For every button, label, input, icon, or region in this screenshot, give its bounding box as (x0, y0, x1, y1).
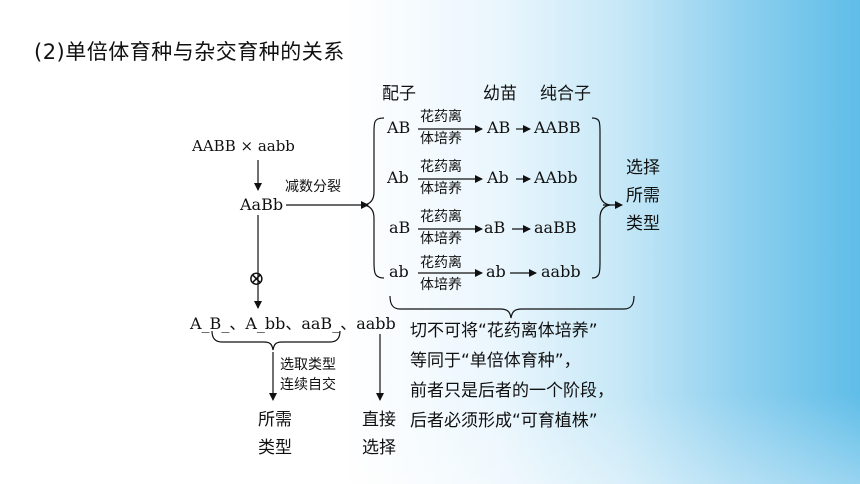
header-gamete: 配子 (382, 84, 416, 104)
f1-genotype: AaBb (240, 195, 284, 214)
culture-bottom: 体培养 (420, 181, 462, 197)
desired-type-2: 类型 (258, 438, 292, 458)
row-seedling: AB (487, 118, 511, 137)
row-homozygote: aaBB (534, 218, 577, 237)
note-line-2: 等同于“单倍体育种”， (410, 351, 581, 371)
bottom-brace-f2 (211, 330, 341, 351)
select-selfing-1: 选取类型 (280, 357, 336, 373)
direct-select-2: 选择 (362, 438, 396, 458)
slide-title: (2)单倍体育种与杂交育种的关系 (34, 40, 345, 64)
bottom-brace-rows (389, 295, 635, 319)
header-homozygote: 纯合子 (540, 84, 591, 104)
row-seedling: Ab (487, 168, 509, 187)
row-homozygote: aabb (541, 262, 581, 281)
culture-bottom: 体培养 (420, 277, 462, 293)
row-gamete: AB (387, 118, 411, 137)
select-label-3: 类型 (626, 214, 660, 234)
header-seedling: 幼苗 (483, 84, 517, 104)
meiosis-label: 减数分裂 (285, 179, 341, 195)
row-seedling: aB (484, 218, 506, 237)
row-homozygote: AABB (534, 118, 581, 137)
right-brace (591, 117, 611, 279)
row-homozygote: AAbb (534, 168, 578, 187)
direct-select-1: 直接 (362, 410, 396, 430)
note-line-1: 切不可将“花药离体培养” (410, 321, 598, 341)
parent-cross: AABB × aabb (192, 137, 295, 155)
note-line-3: 前者只是后者的一个阶段， (410, 381, 614, 401)
left-brace (363, 117, 385, 279)
culture-top: 花药离 (420, 209, 462, 225)
row-gamete: ab (389, 262, 409, 281)
culture-top: 花药离 (420, 255, 462, 271)
culture-bottom: 体培养 (420, 231, 462, 247)
row-gamete: aB (389, 218, 411, 237)
note-line-4: 后者必须形成“可育植株” (410, 411, 598, 431)
select-selfing-2: 连续自交 (280, 377, 336, 393)
select-label-2: 所需 (626, 186, 660, 206)
culture-bottom: 体培养 (420, 131, 462, 147)
row-gamete: Ab (387, 168, 409, 187)
culture-top: 花药离 (420, 109, 462, 125)
select-label-1: 选择 (626, 158, 660, 178)
f2-genotypes: A_B_、A_bb、aaB_、aabb (190, 314, 396, 333)
row-seedling: ab (486, 262, 506, 281)
selfing-symbol: ⊗ (248, 266, 265, 290)
desired-type-1: 所需 (258, 410, 292, 430)
culture-top: 花药离 (420, 159, 462, 175)
